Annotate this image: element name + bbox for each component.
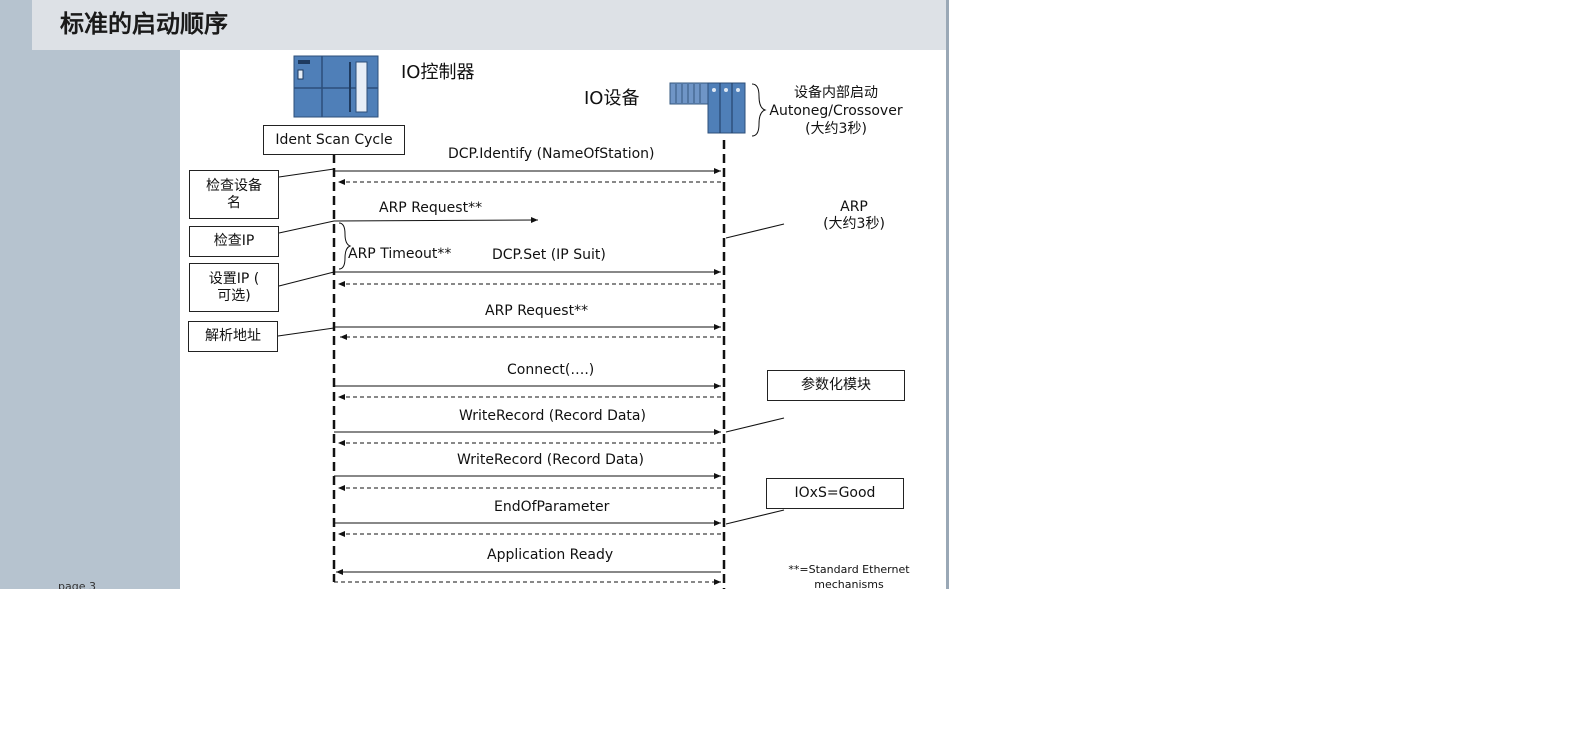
connector-set-ip xyxy=(278,271,335,287)
msg-dcp-identify-label: DCP.Identify (NameOfStation) xyxy=(448,146,655,162)
check-name-line-1: 检查设备 xyxy=(206,177,262,194)
check-device-name-box: 检查设备 名 xyxy=(189,170,279,219)
ioxs-good-box: IOxS=Good xyxy=(766,478,904,509)
parameterize-modules-box: 参数化模块 xyxy=(767,370,905,401)
slide-right-edge xyxy=(946,0,949,589)
msg-arp-timeout-label: ARP Timeout** xyxy=(348,246,452,262)
connector-check-name xyxy=(278,168,335,178)
msg-arp-request-1-label: ARP Request** xyxy=(379,200,483,216)
device-startup-brace xyxy=(751,83,767,137)
set-ip-line-2: 可选) xyxy=(217,287,251,304)
device-startup-line-2: Autoneg/Crossover xyxy=(769,103,903,119)
page-number: page 3 xyxy=(58,580,96,589)
device-label: IO设备 xyxy=(584,88,640,109)
ident-scan-cycle-box: Ident Scan Cycle xyxy=(263,125,405,155)
msg-write-record-1-label: WriteRecord (Record Data) xyxy=(459,408,646,424)
sequence-diagram xyxy=(277,55,785,589)
connector-resolve-address xyxy=(277,327,335,337)
check-ip-box: 检查IP xyxy=(189,226,279,257)
set-ip-box: 设置IP ( 可选) xyxy=(189,263,279,312)
connector-ioxs-good xyxy=(725,509,785,525)
set-ip-line-1: 设置IP ( xyxy=(208,270,260,287)
msg-dcp-set-label: DCP.Set (IP Suit) xyxy=(492,247,606,263)
resolve-address-box: 解析地址 xyxy=(188,321,278,352)
slide: 标准的启动顺序 xyxy=(0,0,952,589)
arp-note: ARP (大约3秒) xyxy=(810,199,898,233)
controller-label: IO控制器 xyxy=(401,62,475,83)
footnote-line-1: **=Standard Ethernet xyxy=(788,563,910,576)
msg-connect-label: Connect(….) xyxy=(507,362,595,378)
check-name-line-2: 名 xyxy=(227,194,241,211)
connector-lines xyxy=(277,168,785,525)
arp-note-line-1: ARP xyxy=(840,199,868,215)
device-startup-note: 设备内部启动 Autoneg/Crossover (大约3秒) xyxy=(764,84,908,138)
device-startup-line-1: 设备内部启动 xyxy=(794,85,878,101)
msg-arp-request-1-arrow xyxy=(333,217,539,224)
connector-param-modules xyxy=(725,417,785,433)
plc-controller-icon xyxy=(293,55,379,118)
connector-arp-note xyxy=(725,223,785,239)
footnote-line-2: mechanisms xyxy=(814,578,884,589)
msg-end-of-parameter-label: EndOfParameter xyxy=(494,499,610,515)
title-bar xyxy=(32,0,946,50)
msg-application-ready-label: Application Ready xyxy=(487,547,614,563)
msg-arp-request-2-label: ARP Request** xyxy=(485,303,589,319)
footnote: **=Standard Ethernet mechanisms xyxy=(784,562,914,589)
io-device-icon xyxy=(669,82,746,134)
slide-sidebar xyxy=(0,0,180,589)
arp-note-line-2: (大约3秒) xyxy=(823,216,885,232)
connector-check-ip xyxy=(278,220,335,234)
message-arrows xyxy=(333,168,721,585)
arp-timeout-brace xyxy=(338,222,352,270)
device-startup-line-3: (大约3秒) xyxy=(805,121,867,137)
msg-write-record-2-label: WriteRecord (Record Data) xyxy=(457,452,644,468)
slide-title: 标准的启动顺序 xyxy=(60,9,228,38)
